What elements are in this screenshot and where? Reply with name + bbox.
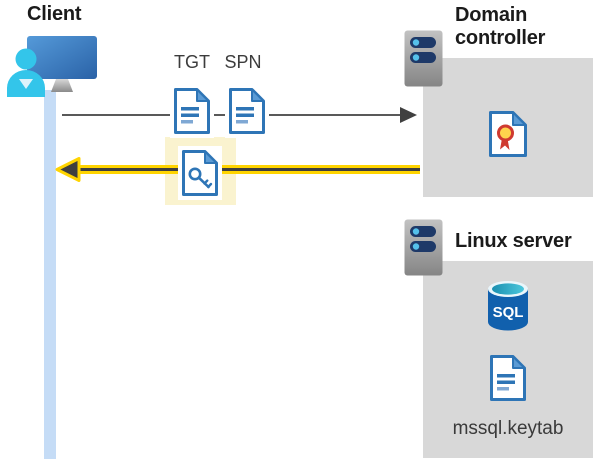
sql-database-icon: SQL	[488, 281, 528, 331]
linux-server-icon	[404, 219, 443, 276]
response-arrow-core	[74, 168, 420, 171]
request-arrowhead-icon	[400, 107, 417, 123]
tgt-document-icon	[170, 84, 214, 138]
linux-server-title: Linux server	[455, 230, 572, 252]
person-head	[15, 48, 37, 70]
spn-label: SPN	[224, 52, 262, 72]
sql-label: SQL	[493, 304, 524, 321]
monitor-screen	[27, 36, 97, 79]
response-arrow-line	[74, 165, 420, 174]
client-lifeline	[44, 90, 56, 459]
keytab-filename-label: mssql.keytab	[452, 418, 564, 439]
person-collar	[19, 79, 33, 89]
client-computer-icon	[7, 36, 97, 97]
client-title: Client	[27, 3, 82, 25]
keytab-document-icon	[490, 355, 526, 401]
domain-controller-title: Domain controller	[455, 4, 546, 49]
response-arrowhead-icon	[55, 157, 81, 182]
spn-document-icon	[225, 84, 269, 138]
certificate-icon	[489, 111, 527, 157]
domain-controller-server-icon	[404, 30, 443, 87]
monitor-stand	[51, 79, 73, 92]
tgt-label: TGT	[174, 52, 210, 72]
key-document-icon	[178, 146, 222, 200]
